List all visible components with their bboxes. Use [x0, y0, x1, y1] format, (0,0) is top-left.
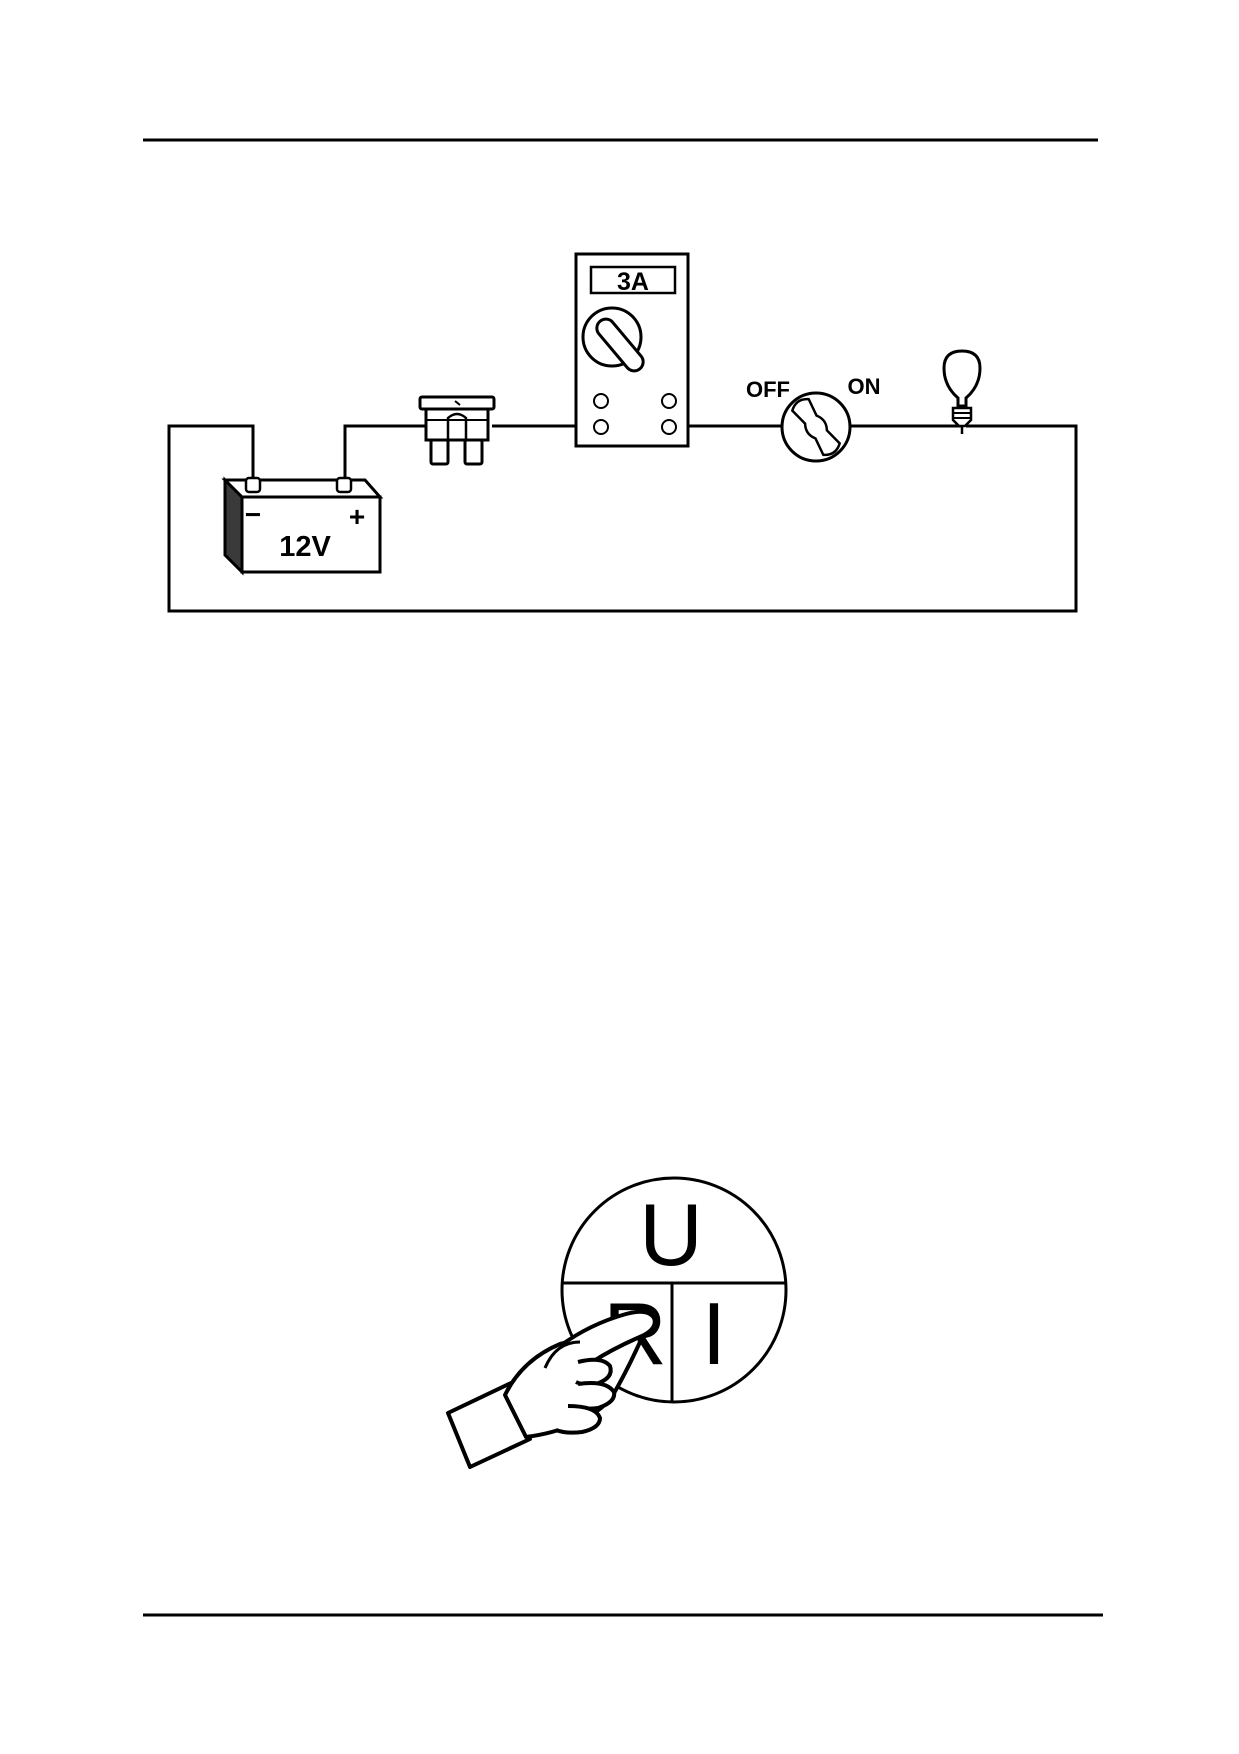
circuit-diagram	[167, 424, 1078, 613]
meter-reading: 3A	[617, 268, 649, 296]
battery-terminal-positive	[335, 476, 353, 494]
meter-display	[589, 265, 677, 295]
battery-terminal-negative	[244, 476, 262, 494]
meter-jack	[661, 419, 677, 435]
fuse-icon	[418, 395, 496, 466]
battery-positive-sign: +	[349, 501, 365, 532]
battery-negative-sign: −	[245, 499, 261, 530]
meter-jack	[661, 393, 677, 409]
multimeter-icon: 3A	[574, 252, 690, 448]
meter-jack	[593, 419, 609, 435]
light-bulb-icon	[942, 349, 982, 434]
wire-positive	[343, 424, 428, 480]
meter-dial-pointer	[595, 317, 645, 373]
pointing-hand-icon	[446, 1309, 657, 1469]
wheel-letter-u: U	[639, 1185, 703, 1284]
meter-jack	[593, 393, 609, 409]
wire-negative-loop	[167, 424, 1078, 613]
switch-off-label: OFF	[746, 377, 790, 402]
battery-voltage-label: 12V	[279, 531, 331, 563]
wheel-letter-i: I	[702, 1284, 726, 1383]
switch-on-label: ON	[848, 374, 881, 399]
rotary-switch-icon: OFF ON	[746, 374, 881, 463]
battery-icon: − + 12V	[221, 476, 384, 576]
